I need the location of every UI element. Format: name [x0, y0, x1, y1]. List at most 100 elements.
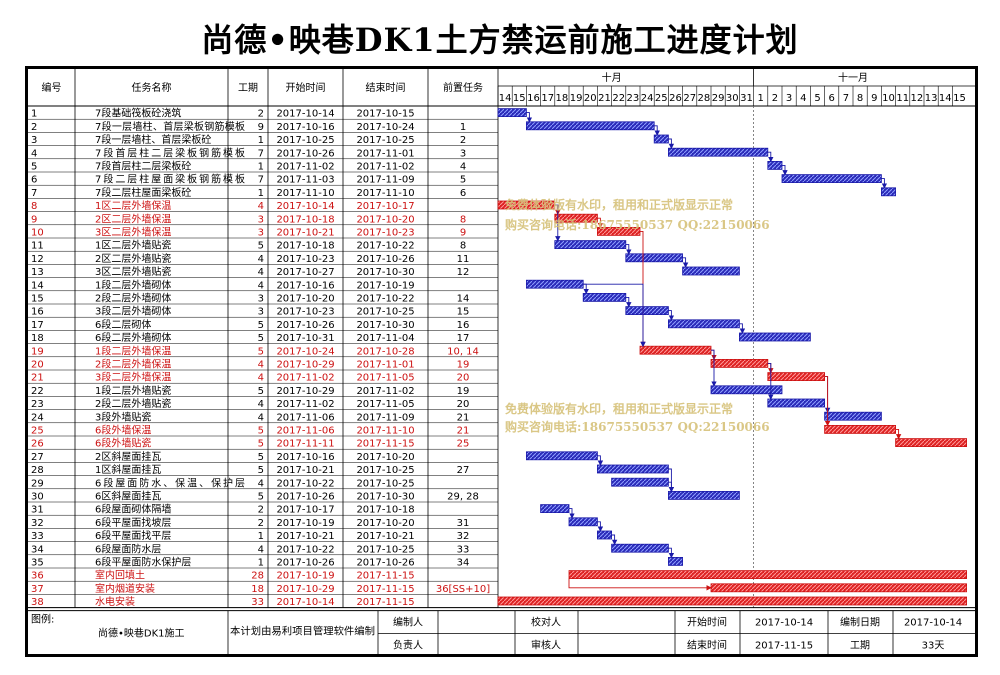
task-predecessor: 33: [457, 544, 470, 555]
task-predecessor: 2: [460, 135, 466, 146]
task-start: 2017-10-21: [276, 531, 334, 542]
task-name: 2区二层外墙保温: [95, 212, 171, 225]
task-start: 2017-10-20: [276, 294, 334, 305]
day-label: 24: [641, 93, 654, 104]
task-end: 2017-11-05: [356, 373, 414, 384]
gantt-bar: [767, 372, 825, 382]
task-id: 2: [31, 122, 37, 133]
task-duration: 4: [258, 280, 264, 291]
task-name: 6段平屋面找平层: [95, 529, 171, 542]
day-label: 14: [939, 93, 952, 104]
dependency-arrow: [654, 125, 660, 136]
task-id: 8: [31, 201, 37, 212]
gantt-bar: [625, 253, 683, 263]
task-name: 2区斜屋面挂瓦: [95, 450, 161, 463]
task-predecessor: 8: [460, 241, 466, 252]
task-name: 2段二层外墙保温: [95, 358, 171, 371]
task-end: 2017-10-20: [356, 518, 414, 529]
task-start: 2017-10-21: [276, 228, 334, 239]
dependency-arrow: [739, 323, 746, 334]
task-start: 2017-10-16: [276, 122, 334, 133]
day-label: 9: [871, 93, 877, 104]
dependency-arrow: [767, 151, 774, 163]
task-start: 2017-10-19: [276, 571, 334, 582]
day-label: 2: [772, 93, 778, 104]
day-label: 12: [911, 93, 924, 104]
task-name: 室内烟道安装: [95, 582, 155, 595]
task-name: 3段外墙贴瓷: [95, 410, 151, 423]
dependency-arrow: [682, 257, 689, 268]
task-end: 2017-11-01: [356, 360, 414, 371]
task-start: 2017-10-29: [276, 584, 334, 595]
task-start: 2017-11-10: [276, 188, 334, 199]
task-id: 9: [31, 214, 37, 225]
task-end: 2017-10-25: [356, 544, 414, 555]
task-predecessor: 21: [457, 426, 470, 437]
period-value: 33天: [922, 641, 945, 652]
task-id: 19: [31, 346, 44, 357]
task-name: 7段首层柱二层梁板钢筋模板: [95, 146, 245, 159]
task-start: 2017-10-24: [276, 346, 334, 357]
task-predecessor: 10, 14: [447, 346, 479, 357]
task-name: 3区二层外墙贴瓷: [95, 265, 171, 278]
day-label: 5: [814, 93, 820, 104]
task-name: 2区二层外墙贴瓷: [95, 252, 171, 265]
dependency-arrow: [526, 112, 533, 123]
task-name: 1段二层外墙贴瓷: [95, 384, 171, 397]
task-end: 2017-10-23: [356, 228, 414, 239]
footer-note: 本计划由易利项目管理软件编制: [230, 624, 375, 637]
task-name: 水电安装: [95, 595, 135, 608]
gantt-bar: [739, 332, 811, 342]
day-label: 17: [541, 93, 554, 104]
task-end: 2017-11-09: [356, 412, 414, 423]
day-label: 15: [513, 93, 526, 104]
task-end: 2017-10-30: [356, 320, 414, 331]
day-label: 6: [829, 93, 835, 104]
task-name: 6段平屋面找坡层: [95, 516, 171, 529]
task-predecessor: 36[SS+10]: [436, 584, 490, 595]
task-id: 22: [31, 386, 44, 397]
footer-project-name: 尚德•映巷DK1施工: [98, 626, 185, 639]
task-duration: 3: [258, 294, 264, 305]
task-duration: 4: [258, 201, 264, 212]
task-duration: 28: [251, 571, 264, 582]
reviewer-label: 审核人: [531, 639, 561, 652]
task-duration: 1: [258, 162, 264, 173]
task-duration: 4: [258, 399, 264, 410]
task-id: 32: [31, 518, 44, 529]
task-name: 6段外墙保温: [95, 424, 151, 437]
start-time-label: 开始时间: [687, 616, 727, 629]
dependency-arrow: [583, 283, 589, 295]
task-duration: 1: [258, 135, 264, 146]
task-id: 26: [31, 439, 44, 450]
dependency-arrow: [611, 534, 618, 546]
task-duration: 7: [258, 175, 264, 186]
task-predecessor: 3: [460, 148, 466, 159]
dependency-arrow: [597, 455, 604, 466]
task-id: 18: [31, 333, 44, 344]
task-end: 2017-11-10: [356, 426, 414, 437]
task-end: 2017-11-04: [356, 333, 414, 344]
task-name: 1区斜屋面挂瓦: [95, 463, 161, 476]
task-end: 2017-10-21: [356, 531, 414, 542]
task-duration: 5: [258, 241, 264, 252]
dependency-arrow: [668, 138, 675, 150]
task-name: 6段屋面防水层: [95, 542, 161, 555]
task-end: 2017-11-15: [356, 584, 414, 595]
period-label: 工期: [850, 640, 870, 652]
header-id: 编号: [42, 81, 62, 94]
task-id: 11: [31, 241, 44, 252]
task-id: 28: [31, 465, 44, 476]
day-label: 14: [499, 93, 512, 104]
task-start: 2017-10-18: [276, 214, 334, 225]
day-label: 16: [527, 93, 540, 104]
gantt-bar: [597, 464, 669, 474]
task-duration: 4: [258, 267, 264, 278]
day-label: 25: [655, 93, 668, 104]
task-duration: 5: [258, 452, 264, 463]
day-label: 28: [698, 93, 711, 104]
task-end: 2017-10-25: [356, 135, 414, 146]
day-label: 13: [925, 93, 938, 104]
task-start: 2017-10-31: [276, 333, 334, 344]
task-id: 10: [31, 228, 44, 239]
